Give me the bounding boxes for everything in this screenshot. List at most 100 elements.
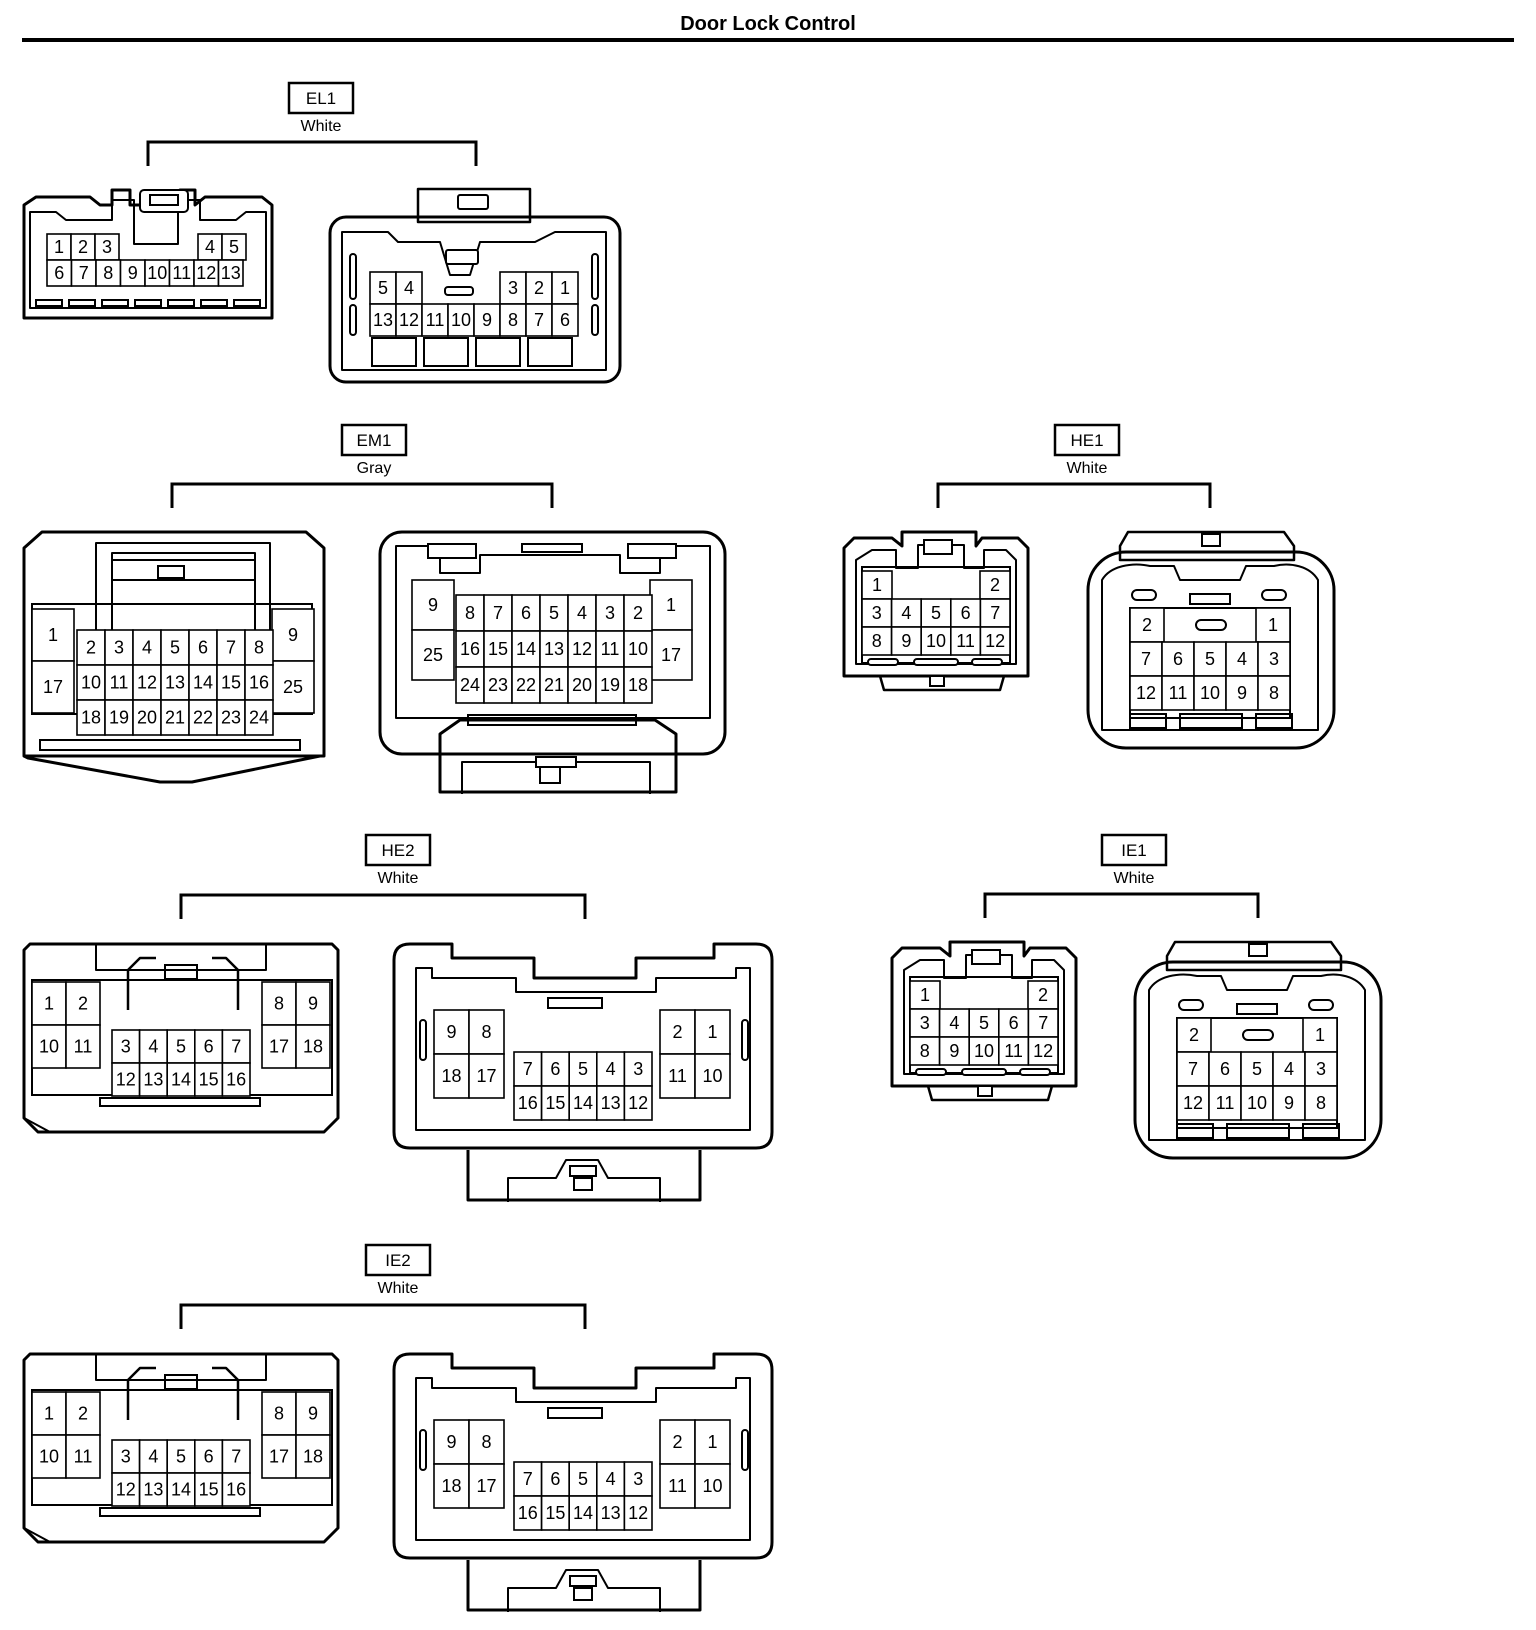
pin-cavity bbox=[1176, 1085, 1210, 1121]
connector-latch bbox=[1308, 999, 1334, 1011]
pin-cavity bbox=[483, 666, 513, 704]
pin-cavity bbox=[295, 981, 331, 1026]
pin-cavity bbox=[1027, 1036, 1059, 1066]
connector-latch bbox=[427, 543, 477, 559]
pin-cavity bbox=[659, 1463, 696, 1509]
connector-latch bbox=[591, 304, 599, 336]
connector-bracket bbox=[170, 482, 554, 508]
connector-latch bbox=[1178, 999, 1204, 1011]
pin-cavity bbox=[188, 699, 218, 736]
connector-outline bbox=[126, 956, 156, 1010]
pin-number: 9 bbox=[128, 263, 138, 283]
pin-number: 7 bbox=[79, 263, 89, 283]
connector-tag-box bbox=[364, 1243, 432, 1277]
pin-number: 2 bbox=[672, 1432, 682, 1452]
pin-cavity bbox=[433, 1463, 470, 1509]
connector-id: EM1 bbox=[357, 431, 392, 450]
pin-number: 17 bbox=[476, 1476, 496, 1496]
pin-cavity bbox=[694, 1419, 731, 1465]
connector-outline bbox=[1226, 1123, 1290, 1139]
pin-number: 1 bbox=[48, 625, 58, 645]
pin-number: 6 bbox=[204, 1447, 214, 1467]
connector-bracket bbox=[179, 1303, 587, 1329]
pin-number: 7 bbox=[534, 310, 544, 330]
pin-cavity bbox=[623, 1051, 653, 1087]
pin-number: 8 bbox=[872, 631, 882, 651]
connector-bracket bbox=[146, 140, 478, 166]
pin-cavity bbox=[1193, 675, 1227, 711]
pin-cavity bbox=[261, 1391, 297, 1436]
pin-cavity bbox=[138, 1439, 169, 1474]
connector-latch bbox=[167, 299, 195, 307]
pin-number: 5 bbox=[979, 1013, 989, 1033]
connector-latch bbox=[535, 756, 577, 768]
pin-cavity bbox=[567, 594, 597, 632]
pin-number: 8 bbox=[920, 1041, 930, 1061]
pin-number: 4 bbox=[577, 603, 587, 623]
pin-number: 7 bbox=[1188, 1059, 1198, 1079]
pin-cavity bbox=[111, 1472, 141, 1507]
connector-latch bbox=[915, 1068, 947, 1076]
pin-number: 4 bbox=[1237, 649, 1247, 669]
connector-id: EL1 bbox=[306, 89, 336, 108]
pin-cavity bbox=[511, 666, 541, 704]
pin-cavity bbox=[623, 594, 653, 632]
pin-cavity bbox=[369, 271, 397, 305]
pin-cavity bbox=[1129, 641, 1163, 677]
connector-latch bbox=[419, 1429, 427, 1471]
connector-outline bbox=[1086, 550, 1336, 750]
pin-number: 4 bbox=[148, 1037, 158, 1057]
connector-latch bbox=[573, 1587, 593, 1601]
pin-number: 16 bbox=[518, 1093, 538, 1113]
pin-number: 9 bbox=[308, 994, 318, 1014]
connector-outline bbox=[423, 337, 469, 367]
pin-number: 1 bbox=[872, 575, 882, 595]
pin-number: 8 bbox=[1269, 683, 1279, 703]
connector-latch bbox=[1195, 619, 1227, 631]
connector-latch bbox=[971, 658, 1003, 666]
pin-number: 15 bbox=[199, 1480, 219, 1500]
pin-number: 19 bbox=[600, 675, 620, 695]
pin-number: 5 bbox=[378, 278, 388, 298]
connector-id: HE2 bbox=[381, 841, 414, 860]
pin-number: 9 bbox=[1237, 683, 1247, 703]
connector-color: White bbox=[301, 118, 342, 135]
pin-number: 1 bbox=[44, 994, 54, 1014]
pin-number: 6 bbox=[560, 310, 570, 330]
connector-outline bbox=[1179, 713, 1243, 729]
pin-cavity bbox=[95, 259, 122, 287]
connector-color: White bbox=[1067, 460, 1108, 477]
pin-number: 1 bbox=[44, 1404, 54, 1424]
pin-number: 6 bbox=[550, 1059, 560, 1079]
connector-outline bbox=[39, 739, 301, 751]
pin-number: 3 bbox=[114, 638, 124, 658]
pin-number: 13 bbox=[601, 1503, 621, 1523]
pin-number: 11 bbox=[1169, 683, 1188, 703]
pin-number: 3 bbox=[633, 1059, 643, 1079]
pin-cavity bbox=[595, 1461, 626, 1497]
pin-cavity bbox=[221, 1472, 251, 1507]
pin-cavity bbox=[649, 579, 693, 631]
pin-number: 11 bbox=[956, 631, 975, 651]
pin-number: 12 bbox=[1033, 1041, 1053, 1061]
connector-latch bbox=[1242, 1029, 1274, 1041]
pin-number: 5 bbox=[578, 1059, 588, 1079]
pin-number: 4 bbox=[1284, 1059, 1294, 1079]
pin-number: 10 bbox=[702, 1476, 722, 1496]
connector-latch bbox=[101, 299, 129, 307]
connector-latch bbox=[913, 658, 959, 666]
connector-latch bbox=[1019, 1068, 1051, 1076]
connector-latch bbox=[569, 1575, 597, 1587]
connector-color: White bbox=[378, 1280, 419, 1297]
pin-number: 7 bbox=[1141, 649, 1151, 669]
pin-number: 8 bbox=[481, 1432, 491, 1452]
pin-number: 10 bbox=[147, 263, 167, 283]
